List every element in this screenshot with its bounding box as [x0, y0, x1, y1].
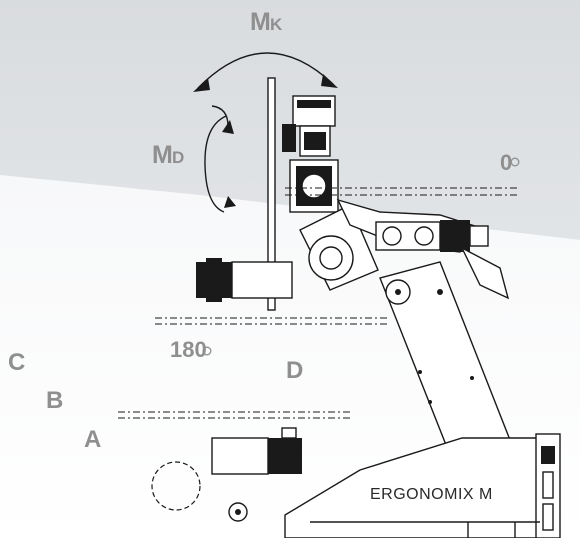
- mk-label: M: [250, 8, 271, 36]
- main-column: [379, 261, 511, 456]
- 180-degree-label: 180: [170, 337, 207, 362]
- rotation-arrow-mk-icon: [193, 52, 338, 92]
- base-cabinet: [284, 433, 561, 538]
- zero-degree-label: 0: [500, 150, 512, 175]
- axis-lines: [118, 187, 518, 419]
- position-a-label: A: [84, 426, 101, 453]
- degree-circle-icon: [202, 157, 520, 356]
- md-subscript: D: [172, 148, 184, 167]
- motor-unit-left: [196, 258, 293, 302]
- rotation-arrow-md-icon: [204, 105, 236, 213]
- motor-unit-lower: [151, 427, 302, 522]
- position-b-label: B: [46, 387, 63, 414]
- top-motor: [282, 95, 339, 213]
- product-nameplate: ERGONOMIX M: [370, 486, 493, 503]
- mk-subscript: K: [270, 15, 283, 34]
- md-label: M: [152, 141, 173, 169]
- motor-unit-upper: [375, 220, 510, 300]
- position-d-label: D: [286, 357, 303, 384]
- position-c-label: C: [8, 349, 25, 376]
- table-plate: [267, 77, 276, 311]
